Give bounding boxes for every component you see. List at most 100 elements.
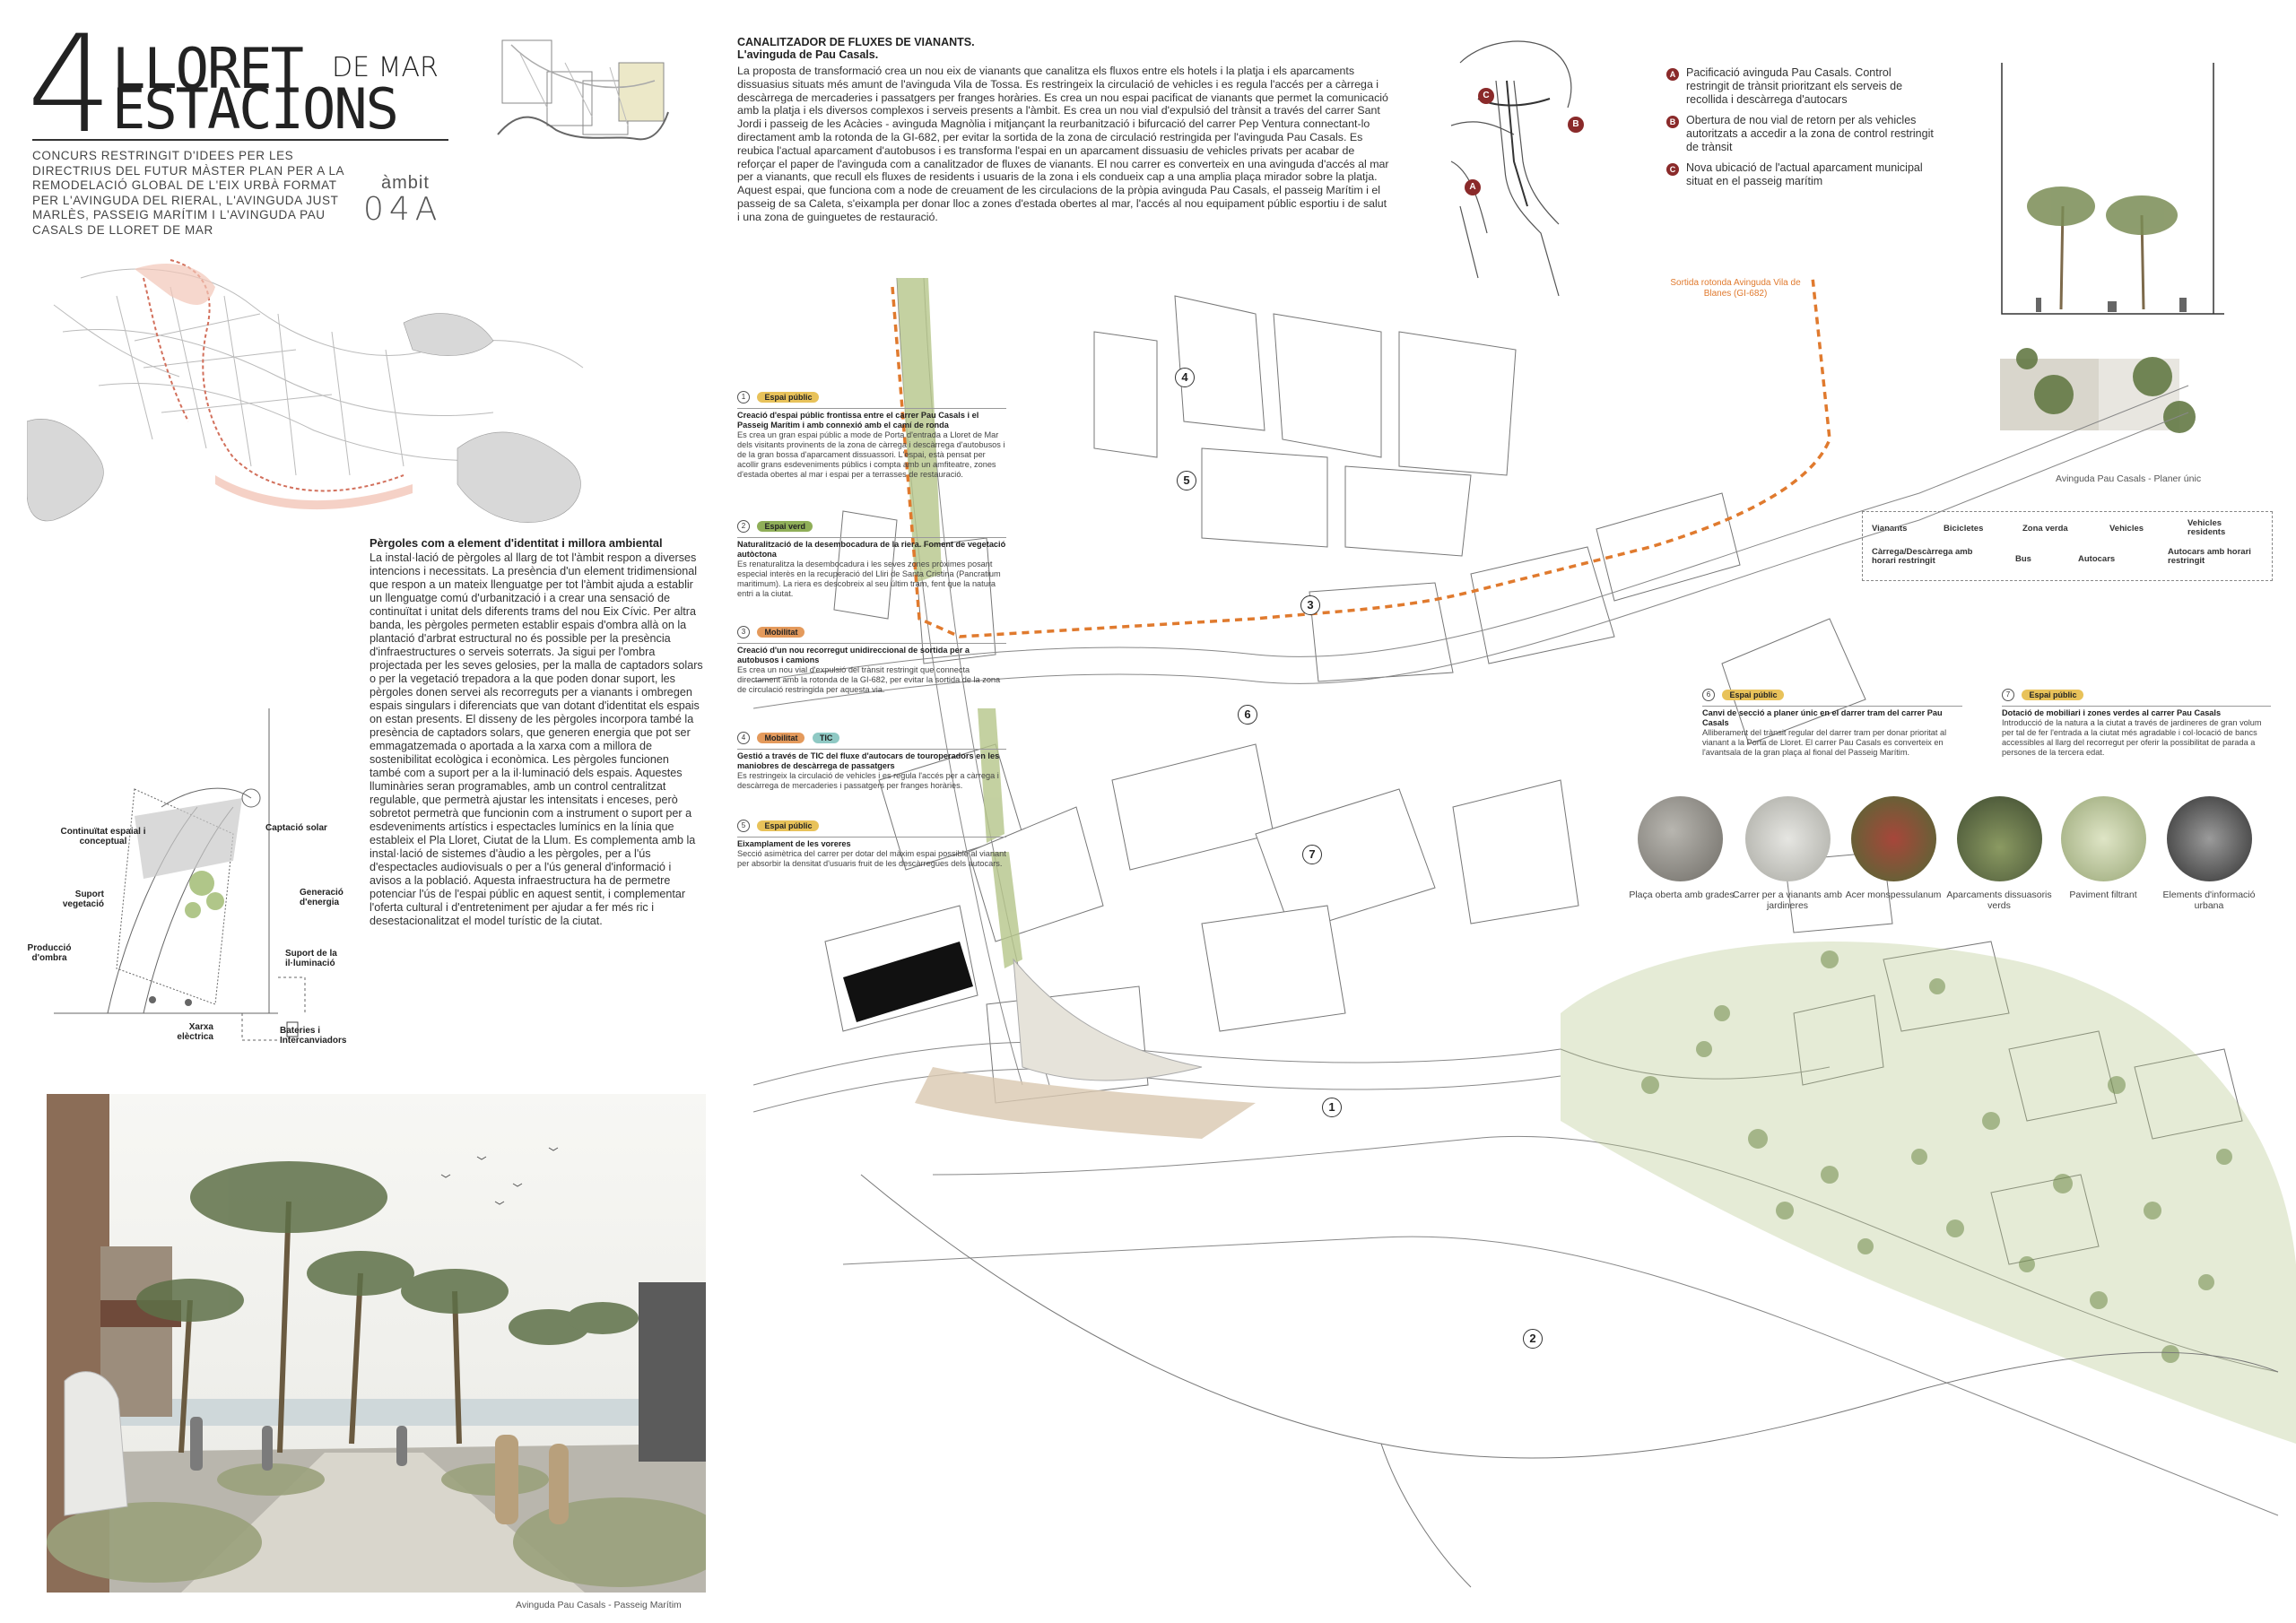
section-caption: Avinguda Pau Casals - Planer únic xyxy=(2056,473,2202,484)
photo-elements-info xyxy=(2167,796,2252,881)
map-pin-2: 2 xyxy=(1523,1329,1543,1349)
title-number: 4 xyxy=(27,7,112,163)
canalitzador-section: CANALITZADOR DE FLUXES DE VIANANTS. L'av… xyxy=(737,36,1392,224)
caption-aparcaments: Aparcaments dissuasoris verds xyxy=(1946,890,2052,911)
item-3-tag: Mobilitat xyxy=(757,626,805,638)
legend-b-text: Obertura de nou vial de retorn per als v… xyxy=(1686,114,1934,153)
pergoles-section: Pèrgoles com a element d'identitat i mil… xyxy=(370,536,703,928)
photo-paviment xyxy=(2061,796,2146,881)
key-pin-a: A xyxy=(1465,179,1481,195)
caption-acer: Acer monspessulanum xyxy=(1845,890,1942,900)
item-6-tag: Espai públic xyxy=(1722,689,1785,700)
legend-a: A Pacificació avinguda Pau Casals. Contr… xyxy=(1666,66,1935,107)
mode-autocars-horari: Autocars amb horari restringit xyxy=(2168,547,2251,566)
item-5-title: Eixamplament de les voreres xyxy=(737,839,851,848)
canalitzador-subheading: L'avinguda de Pau Casals. xyxy=(737,48,879,61)
sortida-label: Sortida rotonda Avinguda Vila de Blanes … xyxy=(1670,278,1801,299)
item-1-tag: Espai públic xyxy=(757,391,820,403)
key-pin-b: B xyxy=(1568,117,1584,133)
ambit-code: 04A xyxy=(363,191,443,228)
item-7-text: Introducció de la natura a la ciutat a t… xyxy=(2002,718,2262,757)
ambit-label: àmbit xyxy=(381,173,430,193)
mode-vehicles: Vehicles xyxy=(2109,524,2144,534)
title-line2: ESTACIONS xyxy=(112,76,399,142)
item-3: 3 Mobilitat Creació d'un nou recorregut … xyxy=(737,624,1006,695)
item-2-title: Naturalització de la desembocadura de la… xyxy=(737,540,1006,559)
map-pin-3: 3 xyxy=(1300,595,1320,615)
item-6-number: 6 xyxy=(1702,688,1715,701)
item-2-text: Es renaturalitza la desembocadura i les … xyxy=(737,560,1001,598)
label-bateries: Bateries i Intercanviadors xyxy=(280,1026,347,1046)
legend-b: B Obertura de nou vial de retorn per als… xyxy=(1666,114,1935,154)
item-1: 1 Espai públic Creació d'espai públic fr… xyxy=(737,389,1006,480)
item-2-tag: Espai verd xyxy=(757,520,813,532)
item-3-number: 3 xyxy=(737,625,750,638)
legend-a-text: Pacificació avinguda Pau Casals. Control… xyxy=(1686,66,1903,106)
item-6-text: Alliberament del trànsit regular del dar… xyxy=(1702,728,1947,757)
item-3-title: Creació d'un nou recorregut unidireccion… xyxy=(737,646,970,664)
label-xarxa: Xarxa elèctrica xyxy=(177,1022,213,1042)
map-pin-5: 5 xyxy=(1177,471,1196,490)
abc-legend: A Pacificació avinguda Pau Casals. Contr… xyxy=(1666,66,1935,188)
item-7-number: 7 xyxy=(2002,688,2014,701)
item-4-number: 4 xyxy=(737,731,750,744)
caption-elements: Elements d'informació urbana xyxy=(2162,890,2256,911)
contest-description: CONCURS RESTRINGIT D'IDEES PER LES DIREC… xyxy=(32,149,344,237)
legend-a-dot: A xyxy=(1666,68,1679,81)
caption-paviment: Paviment filtrant xyxy=(2069,890,2137,900)
photo-placa-oberta xyxy=(1638,796,1723,881)
item-3-text: Es crea un nou vial d'expulsió del tràns… xyxy=(737,665,1001,694)
mode-vehicles-residents: Vehicles residents xyxy=(2187,518,2226,537)
legend-b-dot: B xyxy=(1666,116,1679,128)
label-suport-vegetacio: Suport vegetació xyxy=(62,890,104,909)
item-1-text: Es crea un gran espai públic a mode de P… xyxy=(737,430,1005,479)
item-6-title: Canvi de secció a planer únic en el darr… xyxy=(1702,708,1943,727)
map-pin-4: 4 xyxy=(1175,368,1195,387)
item-4-title: Gestió a través de TIC del fluxe d'autoc… xyxy=(737,751,1000,770)
label-continuitat: Continuïtat espaial i conceptual xyxy=(60,827,146,846)
map-pin-1: 1 xyxy=(1322,1098,1342,1117)
caption-placa: Plaça oberta amb grades xyxy=(1629,890,1735,900)
context-map xyxy=(27,259,584,523)
key-plan xyxy=(1450,40,1572,297)
item-7-title: Dotació de mobiliari i zones verdes al c… xyxy=(2002,708,2222,717)
item-4-text: Es restringeix la circulació de vehicles… xyxy=(737,771,999,790)
street-render xyxy=(47,1094,706,1593)
canalitzador-text: La proposta de transformació crea un nou… xyxy=(737,65,1389,223)
legend-c: C Nova ubicació de l'actual aparcament m… xyxy=(1666,161,1935,188)
legend-c-dot: C xyxy=(1666,163,1679,176)
item-1-title: Creació d'espai públic frontissa entre e… xyxy=(737,411,979,430)
street-section xyxy=(2000,63,2224,433)
item-6: 6 Espai públic Canvi de secció a planer … xyxy=(1702,687,1962,758)
caption-carrer: Carrer per a vianants amb jardineres xyxy=(1733,890,1842,911)
mode-carrega: Càrrega/Descàrrega amb horari restringit xyxy=(1872,547,1973,566)
map-pin-7: 7 xyxy=(1302,845,1322,864)
item-5-tag: Espai públic xyxy=(757,820,820,831)
legend-c-text: Nova ubicació de l'actual aparcament mun… xyxy=(1686,161,1923,187)
locator-map-top xyxy=(497,39,669,141)
pergoles-text: La instal·lació de pèrgoles al llarg de … xyxy=(370,551,703,927)
map-pin-6: 6 xyxy=(1238,705,1257,725)
item-7-tag: Espai públic xyxy=(2022,689,2084,700)
photo-acer xyxy=(1851,796,1936,881)
item-1-number: 1 xyxy=(737,390,750,404)
mode-bus: Bus xyxy=(2015,554,2031,564)
mobility-legend: Vianants Bicicletes Zona verda Vehicles … xyxy=(1862,511,2273,581)
label-generacio: Generació d'energia xyxy=(300,888,344,907)
label-produccio: Producció d'ombra xyxy=(27,943,72,963)
item-4-tag-mobilitat: Mobilitat xyxy=(757,732,805,743)
title-line1: LLORET xyxy=(112,36,304,101)
label-suport-il: Suport de la il·luminació xyxy=(285,949,337,968)
item-4-tag-tic: TIC xyxy=(812,732,840,743)
mode-zona-verda: Zona verda xyxy=(2022,524,2068,534)
item-5-number: 5 xyxy=(737,819,750,832)
mode-autocars: Autocars xyxy=(2078,554,2116,564)
item-5-text: Secció asimètrica del carrer per dotar d… xyxy=(737,849,1006,868)
item-7: 7 Espai públic Dotació de mobiliari i zo… xyxy=(2002,687,2271,758)
render-caption: Avinguda Pau Casals - Passeig Marítim xyxy=(516,1600,682,1610)
item-2: 2 Espai verd Naturalització de la desemb… xyxy=(737,518,1006,599)
pergoles-heading: Pèrgoles com a element d'identitat i mil… xyxy=(370,536,663,550)
title-de-mar: DE MAR xyxy=(332,52,439,83)
mode-vianants: Vianants xyxy=(1872,524,1908,534)
canalitzador-heading: CANALITZADOR DE FLUXES DE VIANANTS. xyxy=(737,36,975,48)
